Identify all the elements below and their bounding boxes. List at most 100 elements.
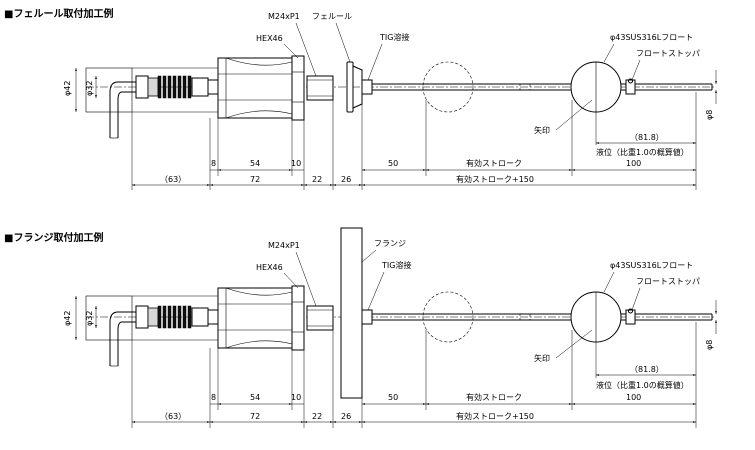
leader-arrow-mark	[555, 99, 593, 131]
stopper-screw	[628, 78, 633, 84]
leader-m24	[295, 22, 317, 77]
dim-26: 26	[341, 175, 351, 184]
casing-curve	[225, 287, 293, 296]
label-fitting: フェルール	[312, 12, 352, 21]
m24-thread	[306, 75, 334, 101]
tig-weld-hub	[361, 309, 373, 325]
connector-nut	[135, 305, 149, 329]
leader-hex	[283, 272, 299, 289]
float-start-position	[422, 61, 474, 113]
label-d42: φ42	[63, 311, 72, 326]
connector-body	[191, 307, 209, 327]
leader-hex	[283, 43, 299, 59]
stopper-screw	[628, 308, 633, 314]
ferrule-plate	[346, 61, 354, 113]
connector-neck	[207, 79, 219, 95]
tig-weld-hub	[361, 79, 373, 95]
dim-stroke: 有効ストローク	[466, 392, 522, 402]
connector-ring	[147, 307, 159, 327]
diagram-title: ■フェルール取付加工例	[4, 7, 113, 20]
float-stopper	[625, 309, 636, 325]
connector-neck	[207, 309, 219, 325]
cable-housing-outline	[85, 67, 133, 113]
dim-63: （63）	[160, 175, 186, 184]
leader-m24	[295, 251, 317, 307]
label-float: φ43SUS316Lフロート	[610, 261, 693, 270]
dim-54: 54	[250, 393, 260, 402]
connector-grip	[157, 305, 192, 329]
connector-nut	[135, 75, 149, 99]
leader-fitting	[361, 249, 377, 263]
label-m24: M24xP1	[268, 12, 300, 21]
float-stopper	[625, 79, 636, 95]
cable-elbow-inner	[117, 321, 136, 366]
connector-grip	[157, 75, 192, 99]
head-casing	[217, 287, 293, 349]
dim-stroke: 有効ストローク	[466, 158, 522, 168]
connector-ring	[147, 77, 159, 97]
dim-8: 8	[211, 159, 216, 168]
dim-81-8: （81.8）	[630, 133, 664, 142]
dim-22: 22	[312, 412, 322, 421]
extension-lines	[131, 92, 697, 190]
label-hex: HEX46	[256, 263, 283, 272]
flange-plate	[340, 227, 363, 399]
leader-stopper	[631, 59, 641, 81]
leader-stopper	[631, 287, 641, 311]
dim-100: 100	[626, 159, 641, 168]
label-arrow-mark: 矢印	[534, 353, 550, 363]
dim-8: 8	[211, 393, 216, 402]
leader-fitting	[335, 22, 351, 63]
leader-tig	[367, 271, 385, 311]
dim-50: 50	[388, 393, 398, 402]
leader-float	[603, 271, 615, 293]
hex46-nut	[291, 285, 305, 351]
dim-63: （63）	[160, 412, 186, 421]
label-d42: φ42	[63, 81, 72, 96]
label-stopper: フロートストッパ	[636, 49, 700, 58]
dim-26: 26	[341, 412, 351, 421]
dim-10: 10	[291, 393, 301, 402]
label-liquid-level: 液位（比重1.0の概算値）	[596, 380, 689, 390]
dim-stroke150: 有効ストローク+150	[456, 411, 534, 421]
dim-54: 54	[250, 159, 260, 168]
connector-body	[191, 77, 209, 97]
leader-tig	[367, 43, 383, 81]
casing-curve	[225, 110, 293, 119]
float-start-position	[422, 291, 474, 343]
label-float: φ43SUS316Lフロート	[610, 33, 693, 42]
dim-stroke150: 有効ストローク+150	[456, 174, 534, 184]
label-hex: HEX46	[256, 34, 283, 43]
label-arrow-mark: 矢印	[534, 125, 550, 135]
dim-81-8: （81.8）	[630, 365, 664, 374]
leader-float	[603, 43, 615, 63]
label-d32: φ32	[85, 81, 94, 96]
leader-arrow-mark	[555, 329, 593, 359]
head-casing	[217, 57, 293, 119]
label-m24: M24xP1	[268, 241, 300, 250]
label-d8: φ8	[705, 340, 714, 350]
dim-50: 50	[388, 159, 398, 168]
cable-elbow	[109, 311, 136, 366]
cable-elbow	[109, 81, 136, 138]
label-stopper: フロートストッパ	[636, 277, 700, 286]
casing-curve	[225, 340, 293, 349]
label-liquid-level: 液位（比重1.0の概算値）	[596, 147, 689, 157]
hex46-nut	[291, 55, 305, 121]
flange-diagram: ■フランジ取付加工例	[4, 227, 717, 428]
label-tig: TIG溶接	[379, 32, 409, 42]
stopper-start-position	[519, 313, 531, 321]
stopper-start-position	[519, 83, 531, 91]
dim-10: 10	[291, 159, 301, 168]
diagram-title: ■フランジ取付加工例	[4, 231, 103, 244]
extension-lines	[131, 322, 697, 428]
m24-thread	[306, 305, 334, 331]
ferrule-diagram: ■フェルール取付加工例	[4, 7, 717, 190]
casing-curve	[225, 57, 293, 66]
dim-22: 22	[312, 175, 322, 184]
dim-72: 72	[250, 175, 260, 184]
dim-72: 72	[250, 412, 260, 421]
cable-housing-outline	[85, 295, 133, 341]
